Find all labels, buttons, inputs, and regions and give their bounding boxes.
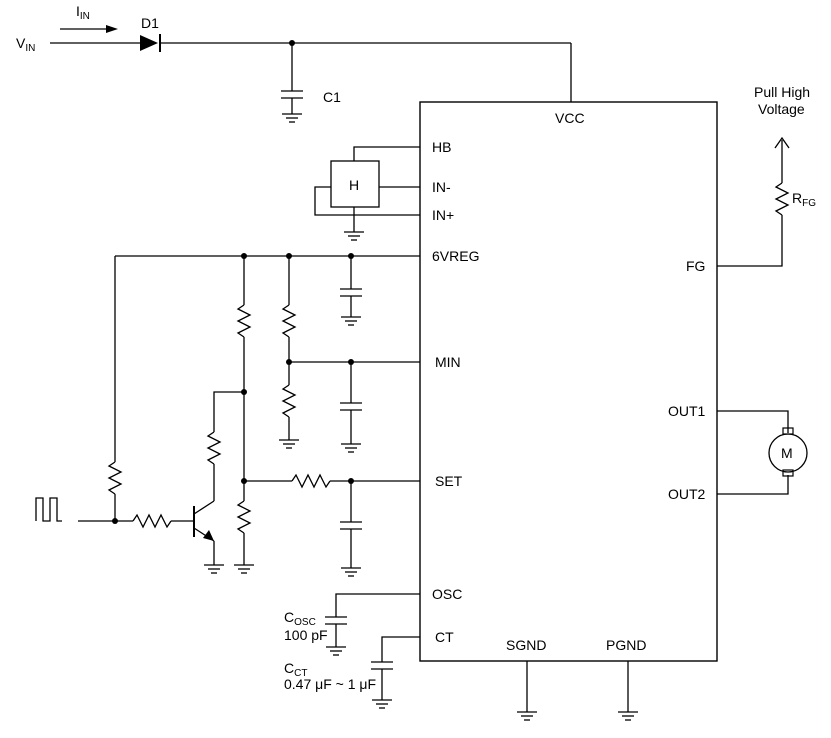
- cct-label: CCT: [284, 660, 307, 679]
- motor-label: M: [781, 445, 793, 461]
- ground-icon: [282, 113, 302, 123]
- hall-label: H: [349, 177, 359, 193]
- cosc-value: 100 pF: [284, 627, 328, 643]
- ic-body: [419, 101, 718, 662]
- pin-out1: OUT1: [668, 403, 706, 419]
- pin-fg: FG: [686, 258, 705, 274]
- vin-label: VIN: [16, 35, 35, 54]
- ground-icon: [279, 439, 299, 449]
- rfg-label: RFG: [792, 190, 816, 209]
- ground-icon: [344, 231, 364, 241]
- pin-pgnd: PGND: [606, 637, 646, 653]
- ground-icon: [341, 316, 361, 326]
- pwm-input-icon: [35, 497, 62, 522]
- d1-label: D1: [141, 15, 159, 31]
- ground-icon: [326, 646, 346, 656]
- cosc-label: COSC: [284, 609, 316, 628]
- capacitor-c1: C1: [281, 43, 341, 123]
- ground-icon: [234, 564, 254, 574]
- vreg-network: [35, 253, 420, 577]
- c1-label: C1: [323, 89, 341, 105]
- pin-in-minus: IN-: [432, 179, 451, 195]
- diode-d1: D1: [140, 15, 161, 52]
- osc-capacitor: COSC 100 pF: [284, 593, 420, 656]
- vin-net: VIN IIN D1 C1: [16, 3, 572, 123]
- pull-high-arrow-icon: [774, 136, 790, 149]
- motor: M: [717, 410, 808, 495]
- pin-in-plus: IN+: [432, 207, 454, 223]
- pull-high-line1: Pull High: [754, 84, 810, 100]
- pin-osc: OSC: [432, 586, 462, 602]
- pin-set: SET: [435, 473, 463, 489]
- sgnd-ground: [517, 661, 537, 721]
- pin-6vreg: 6VREG: [432, 248, 479, 264]
- pin-vcc: VCC: [555, 110, 585, 126]
- fg-pullup: Pull High Voltage RFG: [717, 84, 816, 267]
- ground-icon: [204, 564, 224, 574]
- pin-ct: CT: [435, 629, 454, 645]
- pgnd-ground: [618, 661, 638, 721]
- pin-min: MIN: [435, 354, 461, 370]
- hall-sensor: H: [314, 146, 420, 241]
- ct-capacitor: CCT 0.47 μF ~ 1 μF: [284, 636, 420, 709]
- iin-label: IIN: [76, 3, 90, 22]
- ground-icon: [372, 699, 392, 709]
- cct-value: 0.47 μF ~ 1 μF: [284, 676, 376, 692]
- pin-sgnd: SGND: [506, 637, 546, 653]
- pull-high-line2: Voltage: [758, 101, 805, 117]
- iin-arrow-icon: [60, 25, 118, 33]
- pin-out2: OUT2: [668, 486, 706, 502]
- ground-icon: [341, 443, 361, 453]
- pin-hb: HB: [432, 139, 451, 155]
- npn-transistor: [193, 500, 224, 574]
- ground-icon: [341, 567, 361, 577]
